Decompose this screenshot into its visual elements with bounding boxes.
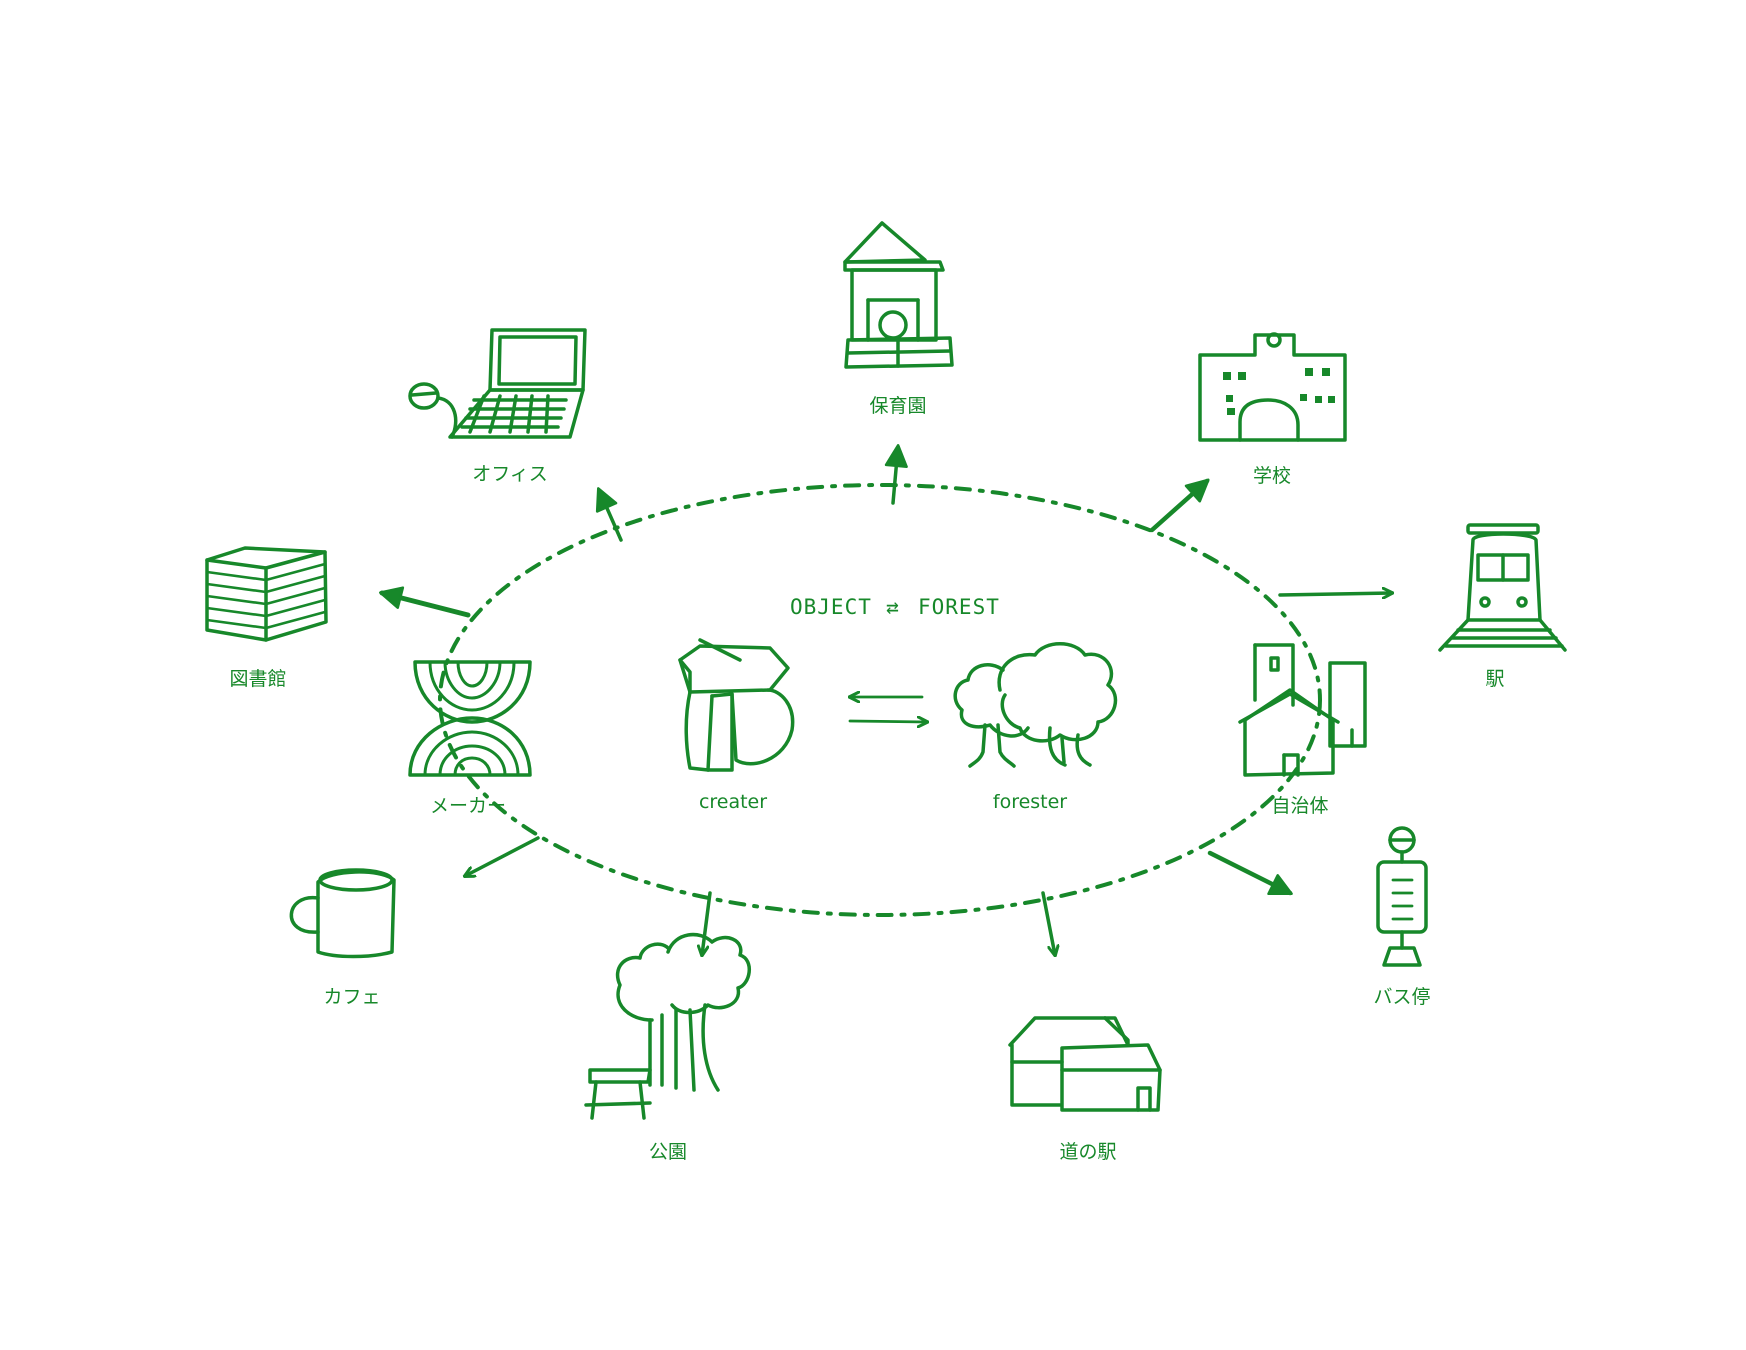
arrow-to-school: [1149, 478, 1210, 533]
exchange-arrows: [850, 697, 927, 722]
label-station: 駅: [1485, 668, 1504, 690]
book-stack-icon: [205, 546, 328, 642]
ring-dashed-ellipse: [438, 483, 1322, 917]
arrow-to-park: [702, 891, 712, 955]
label-creater: creater: [699, 791, 767, 813]
bus-stop-sign-icon: [1376, 826, 1428, 967]
label-library: 図書館: [229, 668, 286, 690]
laptop-icon: [408, 328, 587, 439]
arrow-to-office: [595, 487, 623, 542]
nursery-building-icon: [843, 221, 954, 369]
train-icon: [1438, 523, 1567, 652]
park-trees-icon: [584, 932, 751, 1120]
arrow-to-cafe: [465, 836, 540, 876]
arrow-to-bus-stop: [1207, 850, 1293, 896]
arrow-to-roadside-station: [1041, 891, 1055, 955]
label-cafe: カフェ: [323, 986, 380, 1008]
label-municipality: 自治体: [1271, 795, 1328, 817]
label-park: 公園: [649, 1141, 687, 1163]
wooden-object-icon: [678, 638, 795, 772]
label-forester: forester: [993, 791, 1067, 813]
arrow-to-station: [1278, 593, 1392, 595]
label-roadside-station: 道の駅: [1059, 1141, 1116, 1163]
label-maker: メーカー: [430, 795, 506, 817]
label-school: 学校: [1253, 465, 1291, 487]
title-forest: FOREST: [918, 595, 1000, 619]
label-nursery: 保育園: [869, 395, 926, 417]
town-hall-icon: [1238, 643, 1367, 777]
arrow-to-nursery: [884, 444, 908, 505]
roadside-station-icon: [1008, 1016, 1162, 1112]
title-exchange-icon: ⇄: [886, 595, 900, 619]
label-office: オフィス: [472, 463, 548, 485]
mug-icon: [289, 868, 396, 959]
title-object: OBJECT: [790, 595, 872, 619]
wood-rings-icon: [408, 660, 532, 777]
arrow-to-library: [379, 586, 471, 618]
label-bus-stop: バス停: [1373, 986, 1430, 1008]
diagram-title: OBJECT ⇄ FOREST: [790, 595, 1000, 619]
tree-icon: [953, 642, 1118, 768]
school-building-icon: [1198, 332, 1347, 442]
